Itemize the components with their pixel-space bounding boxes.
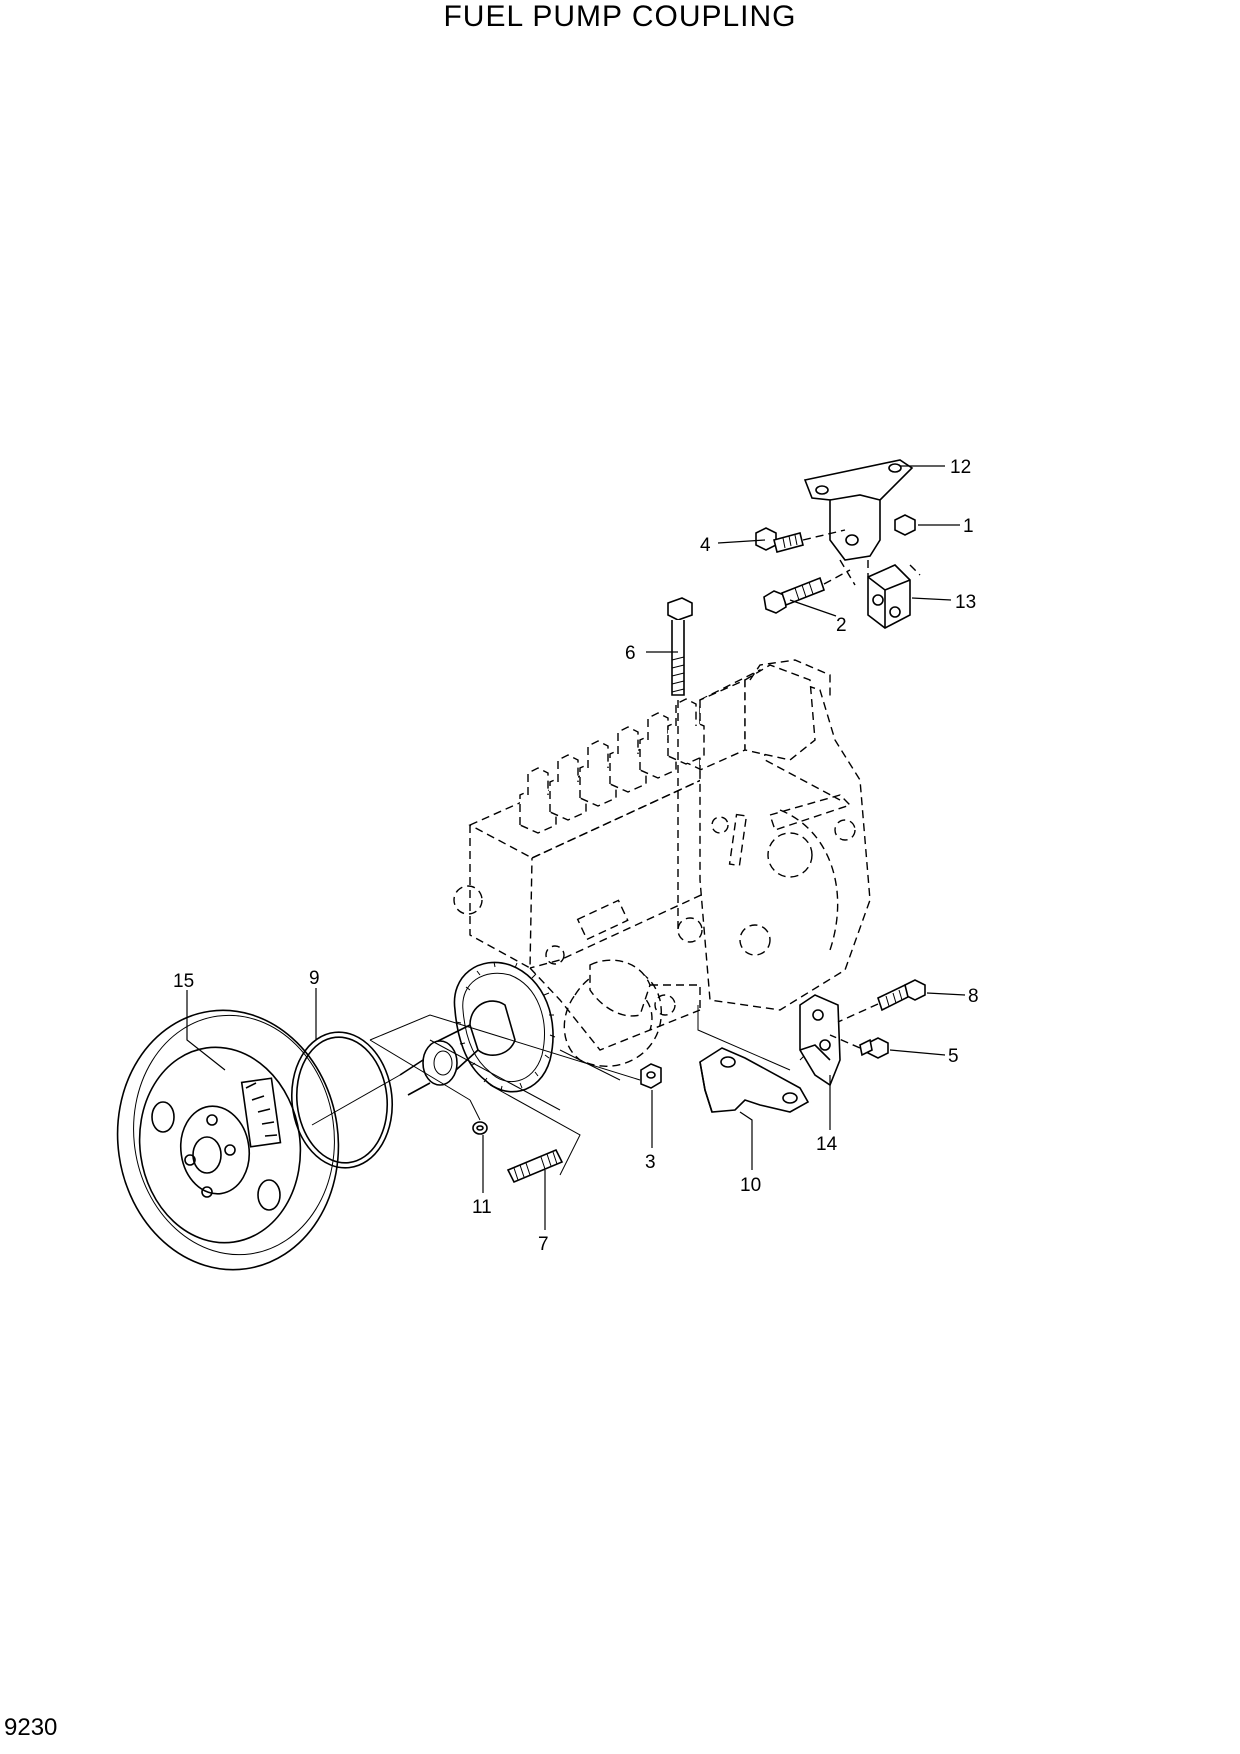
callout-7: 7: [538, 1234, 549, 1255]
leader-lines: [186, 465, 966, 1230]
callout-8: 8: [968, 986, 979, 1007]
page-title: FUEL PUMP COUPLING: [443, 0, 797, 33]
delivery-valve-row: [519, 698, 705, 834]
callout-12: 12: [950, 457, 971, 478]
callout-4: 4: [700, 535, 711, 556]
part-9-o-ring: [290, 1031, 394, 1169]
callout-10: 10: [740, 1175, 761, 1196]
callout-14: 14: [816, 1134, 838, 1155]
callout-labels: 1 2 3 4 5 6 7 8 9 10 11 12 13 14 15: [173, 457, 979, 1255]
coupling-flange: [399, 961, 556, 1096]
callout-9: 9: [309, 968, 320, 989]
part-6-long-bolt: [667, 597, 693, 930]
callout-3: 3: [645, 1152, 656, 1173]
callout-15: 15: [173, 971, 194, 992]
fuel-pump-body: [453, 659, 871, 1067]
upper-bracket-group: [755, 459, 921, 629]
lower-bracket-group: [699, 979, 926, 1113]
assembly-center-lines: [311, 1005, 821, 1176]
part-11-washer: [472, 1121, 488, 1135]
callout-5: 5: [948, 1046, 959, 1067]
part-7-stud: [506, 1148, 564, 1184]
callout-1: 1: [963, 516, 974, 537]
page-number: 9230: [4, 1714, 58, 1741]
callout-6: 6: [625, 643, 636, 664]
callout-13: 13: [955, 592, 976, 613]
callout-2: 2: [836, 615, 847, 636]
part-3-nut: [640, 1063, 662, 1089]
callout-11: 11: [472, 1197, 492, 1218]
